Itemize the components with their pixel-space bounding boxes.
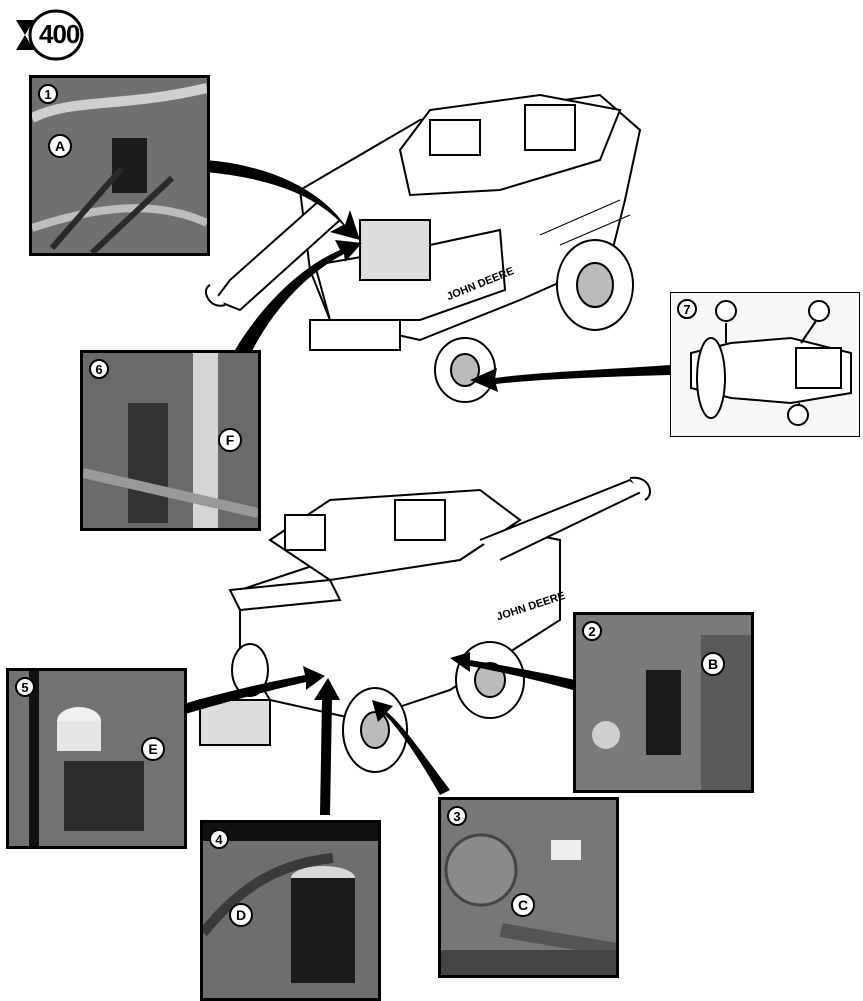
inset-number-7: 7 xyxy=(677,299,697,319)
service-interval-hours: 400 xyxy=(39,19,80,49)
callout-label-b: B xyxy=(701,652,725,676)
callout-label-d: D xyxy=(229,903,253,927)
pointer-arrows xyxy=(180,160,670,815)
inset-number-3: 3 xyxy=(447,806,467,826)
inset-drawing-7: 7 xyxy=(670,292,860,437)
inset-photo-1: 1 A xyxy=(29,75,210,256)
combine-front-view xyxy=(199,476,651,773)
inset-photo-4: 4 D xyxy=(200,820,381,1001)
inset-number-2: 2 xyxy=(582,621,602,641)
inset-photo-6: 6 F xyxy=(80,350,261,531)
callout-label-e: E xyxy=(141,737,165,761)
grease-fitting-icon xyxy=(787,404,809,426)
inset-number-1: 1 xyxy=(38,84,58,104)
callout-label-f: F xyxy=(218,428,242,452)
inset-photo-2: 2 B xyxy=(573,612,754,793)
inset-number-5: 5 xyxy=(15,677,35,697)
combine-rear-view xyxy=(205,93,642,403)
grease-fitting-icon xyxy=(715,300,737,322)
hourglass-icon xyxy=(16,9,84,61)
hydraulic-filter-photo xyxy=(83,353,258,528)
callout-label-c: C xyxy=(511,893,535,917)
service-interval-badge: 400 xyxy=(12,8,84,62)
wheel-hub-drawing xyxy=(671,293,859,436)
inset-photo-3: 3 C xyxy=(438,797,619,978)
engine-compartment-photo xyxy=(32,78,207,253)
callout-label-a: A xyxy=(48,134,72,158)
inset-number-4: 4 xyxy=(209,829,229,849)
engine-block-photo xyxy=(441,800,616,975)
inset-number-6: 6 xyxy=(89,359,109,379)
inset-photo-5: 5 E xyxy=(6,668,187,849)
fuel-filter-photo xyxy=(576,615,751,790)
grease-fitting-icon xyxy=(808,300,830,322)
